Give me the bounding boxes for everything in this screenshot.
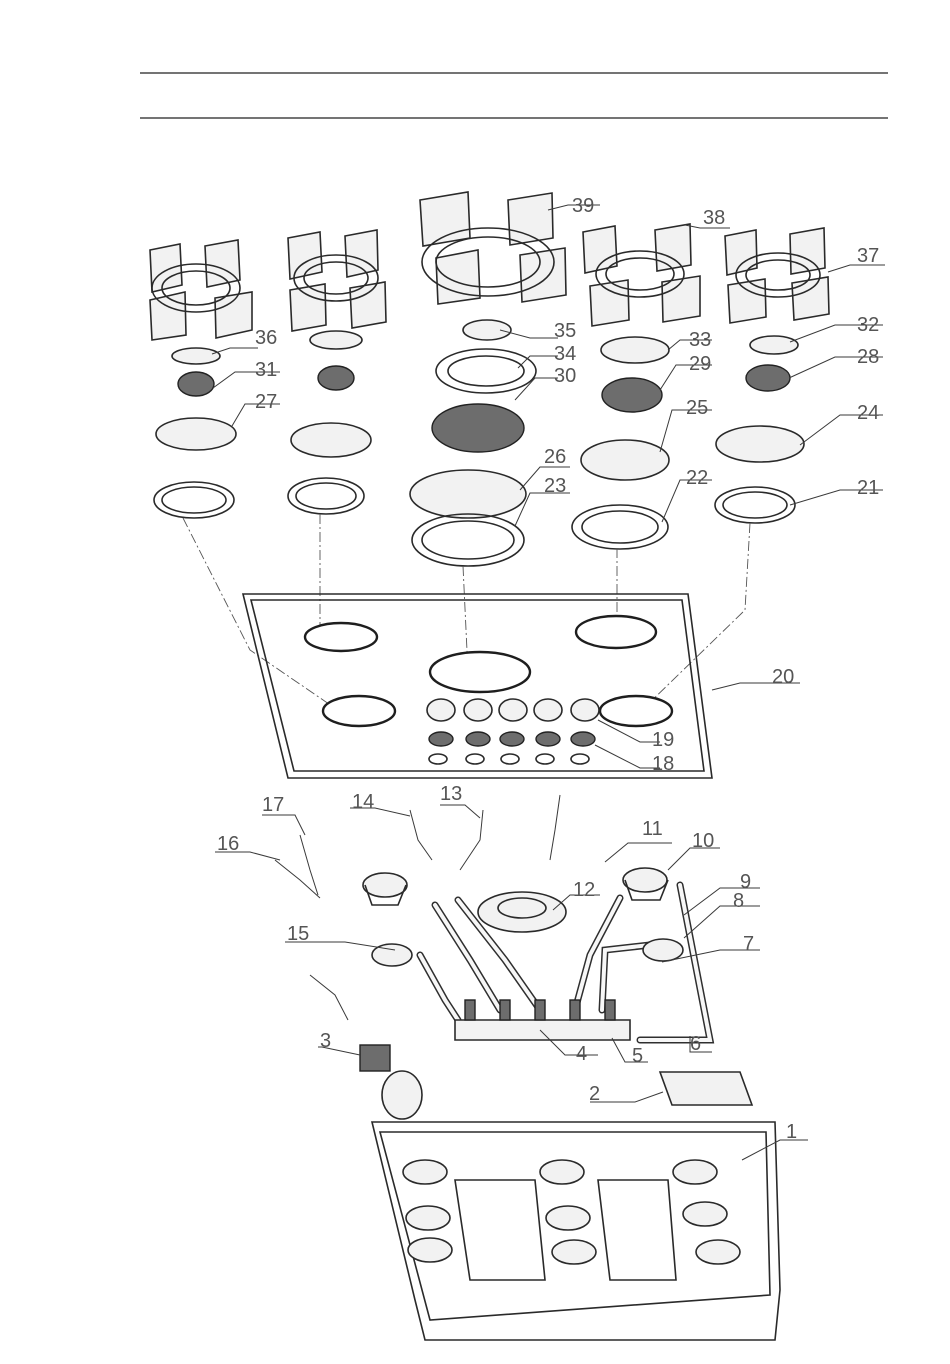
burner-cup-right-top bbox=[623, 868, 668, 900]
callout-21: 21 bbox=[857, 477, 879, 499]
callout-37: 37 bbox=[857, 245, 879, 267]
knob-holes-row bbox=[429, 754, 589, 764]
callout-29: 29 bbox=[689, 353, 711, 375]
callout-11: 11 bbox=[642, 818, 663, 840]
callout-13: 13 bbox=[440, 783, 462, 805]
callout-16: 16 bbox=[217, 833, 239, 855]
callout-3: 3 bbox=[320, 1030, 331, 1052]
callout-15: 15 bbox=[287, 923, 309, 945]
ignition-module bbox=[660, 1072, 752, 1105]
callout-20: 20 bbox=[772, 666, 794, 688]
glass-cooktop bbox=[243, 594, 712, 778]
burner-cup-center bbox=[478, 892, 566, 932]
knob-bezels-row bbox=[429, 732, 595, 746]
callout-38: 38 bbox=[703, 207, 725, 229]
burner-stack-left bbox=[154, 348, 236, 518]
pan-support-right-middle bbox=[583, 224, 700, 326]
pan-support-center bbox=[420, 192, 566, 304]
callout-25: 25 bbox=[686, 397, 708, 419]
callout-32: 32 bbox=[857, 314, 879, 336]
callout-31: 31 bbox=[255, 359, 277, 381]
callout-2: 2 bbox=[589, 1083, 600, 1105]
callout-26: 26 bbox=[544, 446, 566, 468]
base-tray bbox=[372, 1122, 780, 1340]
callout-24: 24 bbox=[857, 402, 879, 424]
callout-22: 22 bbox=[686, 467, 708, 489]
callout-6: 6 bbox=[690, 1033, 701, 1055]
burner-stack-center bbox=[410, 320, 536, 566]
callout-1: 1 bbox=[786, 1121, 797, 1143]
burner-stack-right bbox=[715, 336, 804, 523]
callout-5: 5 bbox=[632, 1045, 643, 1067]
callout-14: 14 bbox=[352, 791, 374, 813]
callout-10: 10 bbox=[692, 830, 714, 852]
callout-19: 19 bbox=[652, 729, 674, 751]
burner-cup-left bbox=[363, 873, 407, 905]
callout-12: 12 bbox=[573, 879, 595, 901]
control-knobs-row bbox=[427, 699, 599, 721]
callout-23: 23 bbox=[544, 475, 566, 497]
pan-support-left-middle bbox=[288, 230, 386, 331]
callout-17: 17 bbox=[262, 794, 284, 816]
callout-34: 34 bbox=[554, 343, 576, 365]
callout-30: 30 bbox=[554, 365, 576, 387]
callout-18: 18 bbox=[652, 753, 674, 775]
callout-7: 7 bbox=[743, 933, 754, 955]
pan-support-left bbox=[150, 240, 252, 340]
callout-33: 33 bbox=[689, 329, 711, 351]
callout-35: 35 bbox=[554, 320, 576, 342]
burner-stack-right-middle bbox=[572, 337, 669, 549]
gas-inlet-connector bbox=[360, 1045, 422, 1119]
callout-4: 4 bbox=[576, 1043, 587, 1065]
callout-28: 28 bbox=[857, 346, 879, 368]
burner-cup-right-lower bbox=[643, 939, 683, 961]
callout-39: 39 bbox=[572, 195, 594, 217]
callout-8: 8 bbox=[733, 890, 744, 912]
pan-support-right bbox=[725, 228, 829, 323]
callout-36: 36 bbox=[255, 327, 277, 349]
burner-stack-left-middle bbox=[288, 331, 371, 514]
callout-27: 27 bbox=[255, 391, 277, 413]
